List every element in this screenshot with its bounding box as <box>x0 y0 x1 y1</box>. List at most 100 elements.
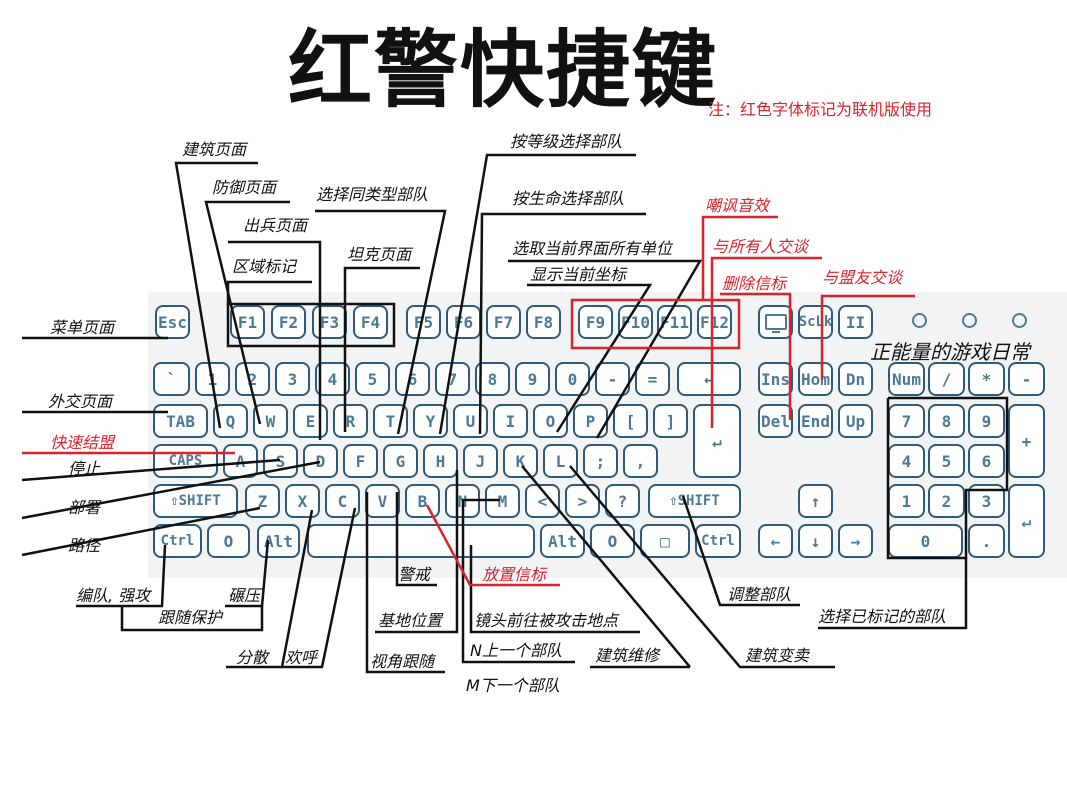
key-Y[interactable]: Y <box>413 404 448 438</box>
key-O[interactable]: O <box>590 524 635 558</box>
key-symbol[interactable]: . <box>968 524 1005 558</box>
key-symbol[interactable]: □ <box>640 524 690 558</box>
key-End[interactable]: End <box>798 404 833 438</box>
key-F3[interactable]: F3 <box>312 305 347 339</box>
key-B[interactable]: B <box>405 484 440 518</box>
key-0[interactable]: 0 <box>888 524 963 558</box>
key-symbol[interactable]: ; <box>583 444 618 478</box>
key-5[interactable]: 5 <box>928 444 965 478</box>
key-symbol[interactable]: [ <box>613 404 648 438</box>
key-screen[interactable] <box>758 305 793 339</box>
key-SHIFT[interactable]: ⇧SHIFT <box>648 484 741 518</box>
annotation-label: 调整部队 <box>727 585 792 604</box>
key-symbol[interactable]: , <box>623 444 658 478</box>
key-U[interactable]: U <box>453 404 488 438</box>
key-H[interactable]: H <box>423 444 458 478</box>
callout-line <box>701 215 778 300</box>
key-F7[interactable]: F7 <box>486 305 521 339</box>
key-symbol[interactable]: ← <box>758 524 793 558</box>
key-symbol[interactable]: / <box>928 362 965 396</box>
key-F4[interactable]: F4 <box>353 305 388 339</box>
key-Alt[interactable]: Alt <box>257 524 300 558</box>
key-Up[interactable]: Up <box>838 404 873 438</box>
key-symbol[interactable]: < <box>525 484 560 518</box>
key-E[interactable]: E <box>293 404 328 438</box>
key-L[interactable]: L <box>543 444 578 478</box>
key-symbol[interactable]: ↵ <box>1008 484 1045 558</box>
callout-line <box>521 465 691 668</box>
key-2[interactable]: 2 <box>235 362 270 396</box>
key-symbol[interactable]: - <box>1008 362 1045 396</box>
key-G[interactable]: G <box>383 444 418 478</box>
key-8[interactable]: 8 <box>928 404 965 438</box>
key-F2[interactable]: F2 <box>271 305 306 339</box>
key-F[interactable]: F <box>343 444 378 478</box>
key-O[interactable]: O <box>533 404 568 438</box>
key-symbol[interactable]: ← <box>677 362 741 396</box>
annotation-label: 放置信标 <box>482 565 547 584</box>
callout-line <box>710 256 822 428</box>
annotation-label: 欢呼 <box>285 648 318 667</box>
key-Dn[interactable]: Dn <box>838 362 873 396</box>
key-I[interactable]: I <box>493 404 528 438</box>
key-T[interactable]: T <box>373 404 408 438</box>
key-6[interactable]: 6 <box>968 444 1005 478</box>
key-F9[interactable]: F9 <box>578 305 613 339</box>
key-symbol[interactable]: ↓ <box>798 524 833 558</box>
led-indicator <box>912 313 927 328</box>
annotation-label: 选取当前界面所有单位 <box>512 239 673 258</box>
callout-line <box>720 292 792 420</box>
key-9[interactable]: 9 <box>515 362 550 396</box>
key-F12[interactable]: F12 <box>697 305 732 339</box>
key-Esc[interactable]: Esc <box>155 305 190 339</box>
key-V[interactable]: V <box>365 484 400 518</box>
key-symbol[interactable]: * <box>968 362 1005 396</box>
key-7[interactable]: 7 <box>435 362 470 396</box>
callout-line <box>174 161 258 429</box>
key-J[interactable]: J <box>463 444 498 478</box>
key-3[interactable]: 3 <box>275 362 310 396</box>
key-Num[interactable]: Num <box>888 362 925 396</box>
key-F8[interactable]: F8 <box>526 305 561 339</box>
key-TAB[interactable]: TAB <box>153 404 208 438</box>
annotation-label: M下一个部队 <box>466 676 560 695</box>
annotation-label: 停止 <box>68 459 101 478</box>
callout-line <box>120 606 264 632</box>
key-symbol[interactable]: = <box>635 362 670 396</box>
key-F6[interactable]: F6 <box>446 305 481 339</box>
key-symbol[interactable]: ` <box>153 362 190 396</box>
key-9[interactable]: 9 <box>968 404 1005 438</box>
key-symbol[interactable]: ] <box>653 404 688 438</box>
annotation-label: 编队, 强攻 <box>76 586 151 605</box>
key-symbol[interactable]: ? <box>605 484 640 518</box>
key-symbol[interactable]: ↑ <box>798 484 833 518</box>
key-7[interactable]: 7 <box>888 404 925 438</box>
key-K[interactable]: K <box>503 444 538 478</box>
key-O[interactable]: O <box>207 524 250 558</box>
annotation-label: 外交页面 <box>48 392 113 411</box>
key-symbol[interactable]: → <box>838 524 873 558</box>
key-R[interactable]: R <box>333 404 368 438</box>
key-Ins[interactable]: Ins <box>758 362 793 396</box>
key-Del[interactable]: Del <box>758 404 793 438</box>
annotation-label: 路径 <box>68 536 101 555</box>
key-P[interactable]: P <box>573 404 608 438</box>
key-Ctrl[interactable]: Ctrl <box>153 524 202 558</box>
callout-line <box>438 153 636 435</box>
key-X[interactable]: X <box>285 484 320 518</box>
key-CAPS[interactable]: CAPS <box>153 444 218 478</box>
callout-line <box>461 498 575 664</box>
callout-line <box>527 283 653 433</box>
key-Z[interactable]: Z <box>245 484 280 518</box>
key-M[interactable]: M <box>485 484 520 518</box>
key-F1[interactable]: F1 <box>230 305 265 339</box>
key-D[interactable]: D <box>303 444 338 478</box>
key-1[interactable]: 1 <box>888 484 925 518</box>
key-II[interactable]: II <box>838 305 873 339</box>
key-2[interactable]: 2 <box>928 484 965 518</box>
key-symbol[interactable]: + <box>1008 404 1045 478</box>
key-5[interactable]: 5 <box>355 362 390 396</box>
callout-line <box>226 280 312 305</box>
key-symbol[interactable]: ↵ <box>693 404 741 478</box>
key-symbol[interactable]: - <box>595 362 630 396</box>
